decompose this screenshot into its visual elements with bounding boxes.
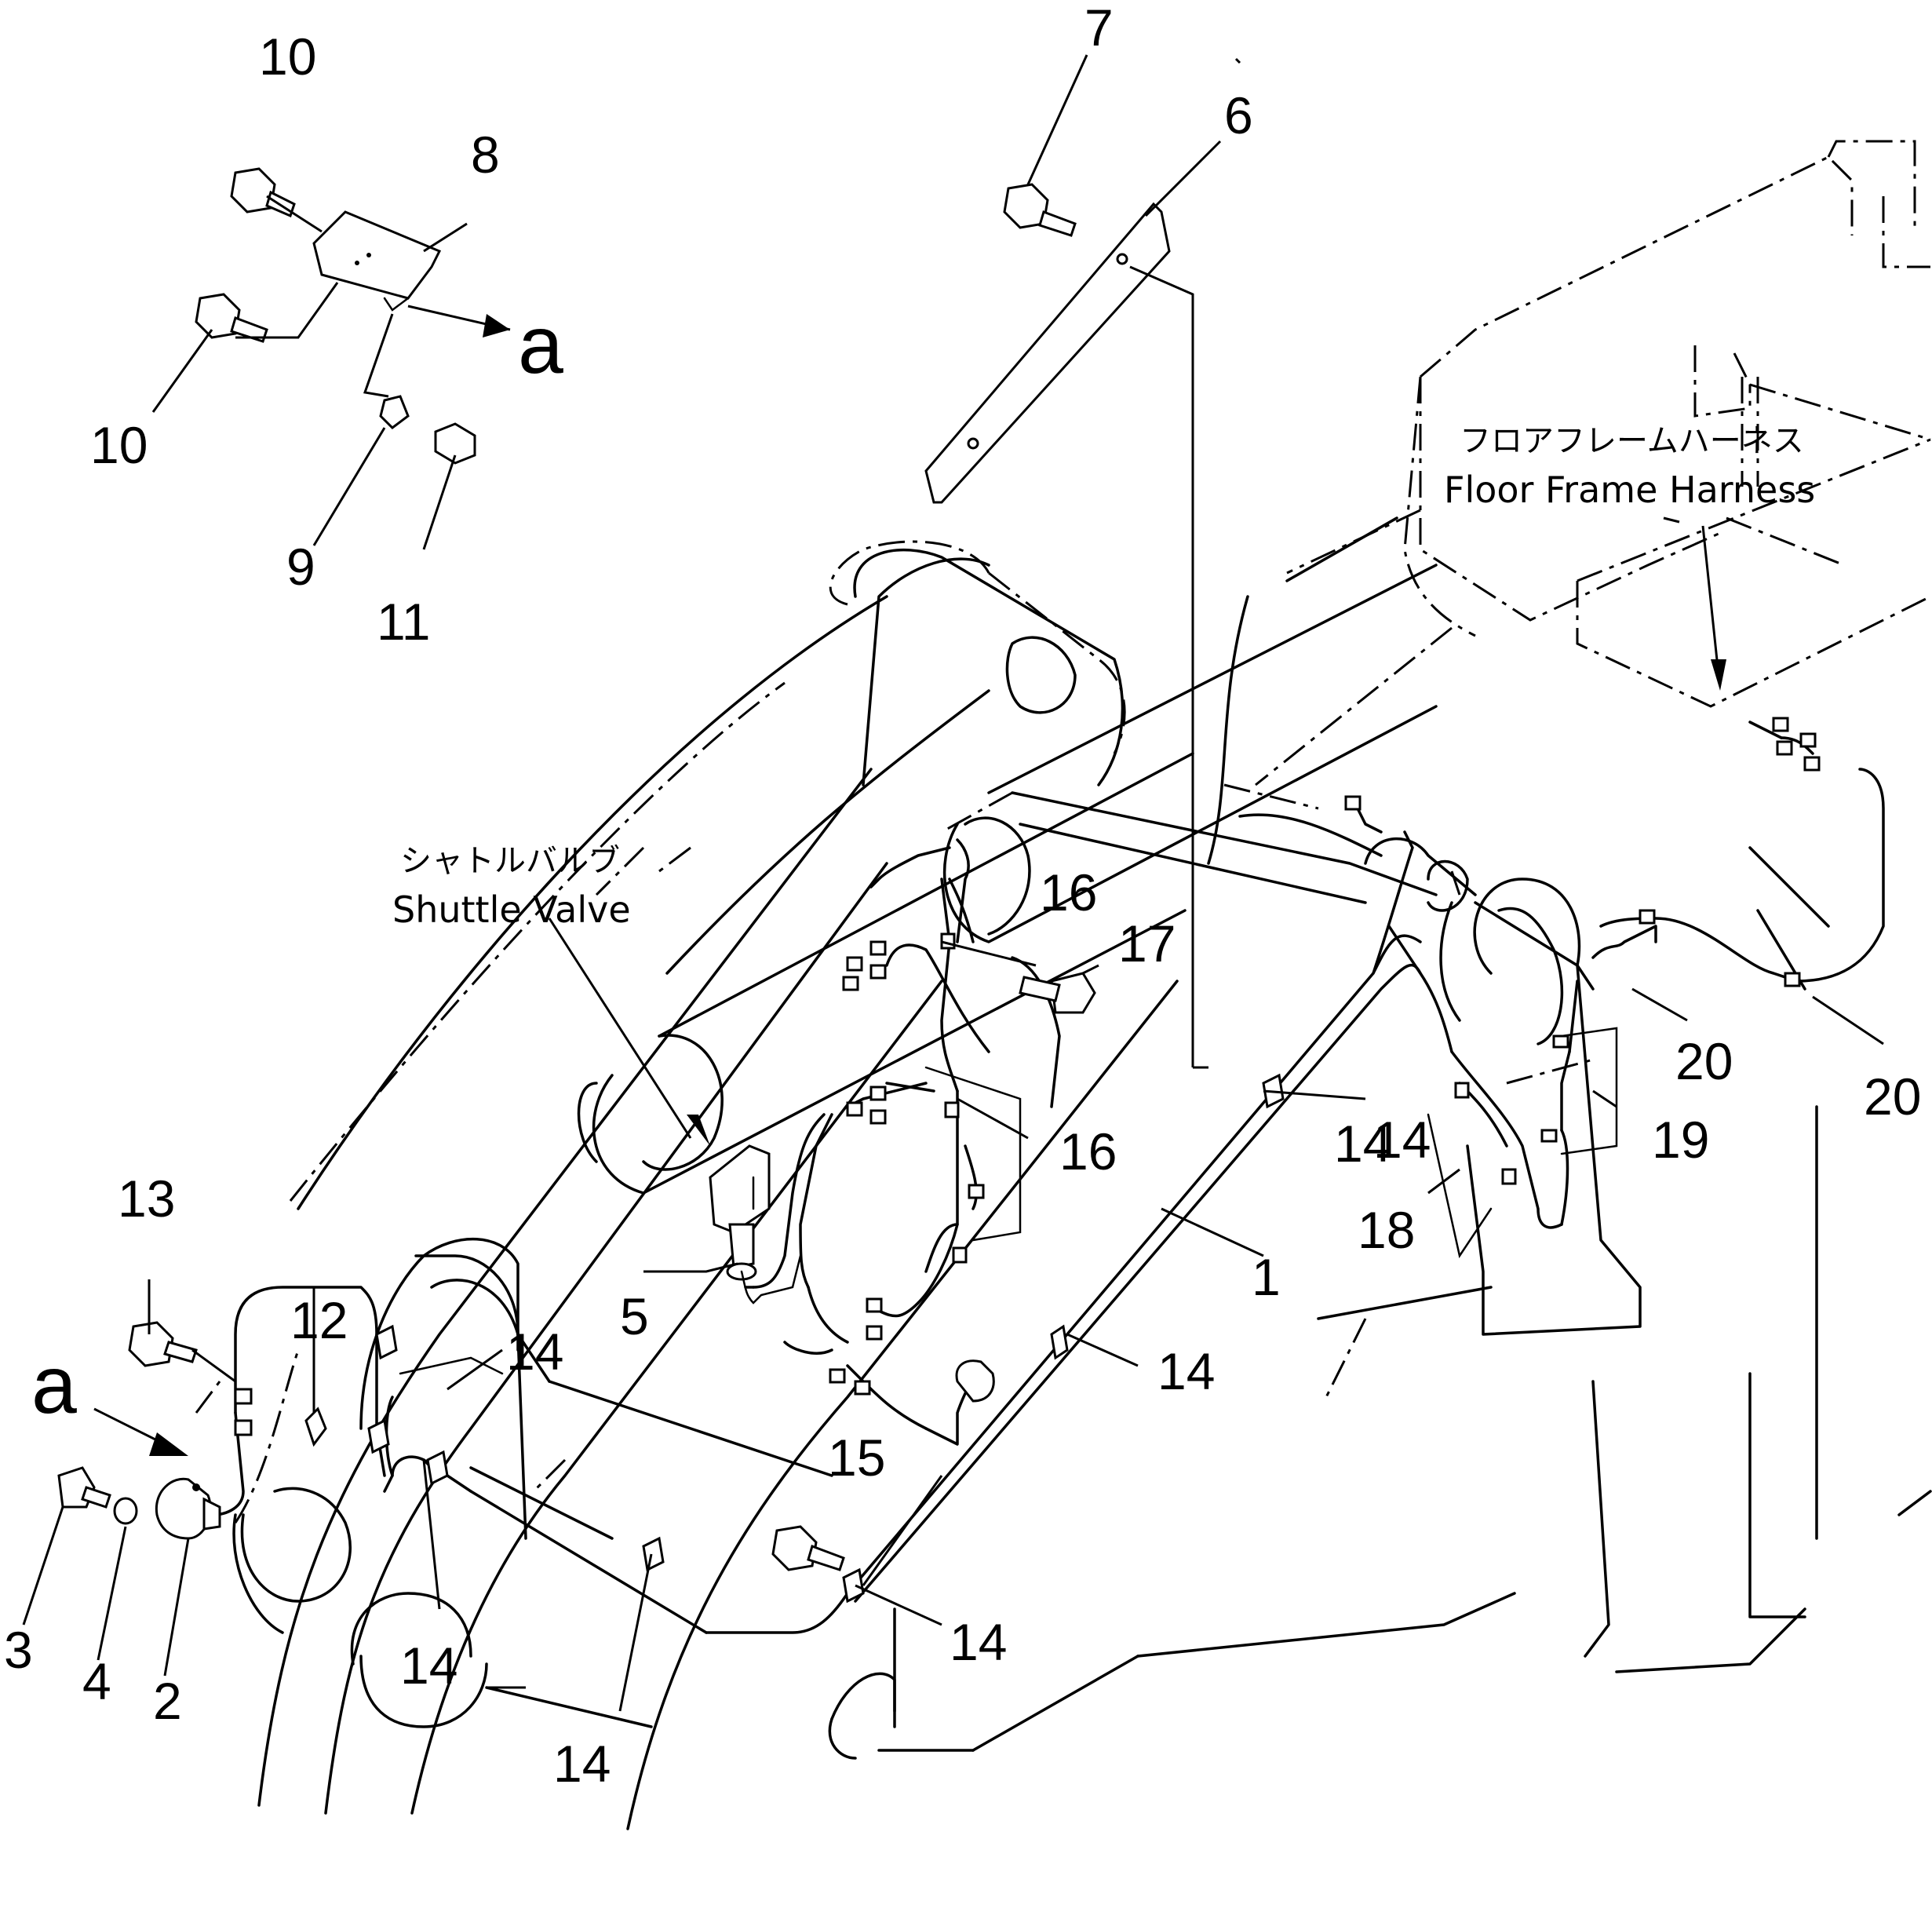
callout-7: 7 [1084, 0, 1114, 57]
callout-6: 6 [1224, 86, 1253, 144]
leader-lines [22, 54, 1884, 1712]
clamp-14 [842, 1567, 865, 1604]
floor-harness-arrow-icon [1711, 659, 1726, 691]
bracket-8 [312, 210, 442, 312]
callout-13: 13 [118, 1169, 175, 1228]
parts [57, 167, 1821, 1604]
pressure-switch [955, 1359, 995, 1403]
nut-11 [434, 422, 476, 465]
callout-numbers: 7 6 8 10 10 9 11 16 17 16 14 1 14 15 14 … [4, 0, 1921, 1793]
annotations: シャトルバルブ Shuttle Valve フロアフレームハーネス Floor … [31, 300, 1815, 1431]
washer-4 [113, 1497, 138, 1525]
view-a-label-left: a [31, 1340, 77, 1431]
shuttle-valve [709, 1144, 802, 1304]
callout-5: 5 [620, 1287, 649, 1345]
callout-14-c: 14 [950, 1613, 1007, 1671]
callout-16-bottom: 16 [1059, 1122, 1117, 1180]
view-a-label-top: a [518, 300, 563, 391]
clamp-14 [367, 1418, 390, 1454]
callout-3: 3 [4, 1621, 33, 1679]
clamp-14 [375, 1324, 398, 1360]
clip-12 [304, 1407, 327, 1447]
callout-20-left: 20 [1675, 1032, 1733, 1090]
arrowheads [93, 314, 1726, 1456]
callout-16-top: 16 [1040, 863, 1097, 921]
sensor-2 [155, 1477, 221, 1540]
callout-10-top: 10 [259, 27, 316, 86]
arrow-to-a-icon [483, 314, 510, 338]
callout-11: 11 [377, 593, 431, 651]
bolt-10-bottom [195, 293, 268, 343]
callout-19: 19 [1652, 1111, 1709, 1169]
shuttle-valve-label: Shuttle Valve [392, 888, 631, 931]
callout-4: 4 [82, 1652, 111, 1710]
callout-14-b: 14 [1157, 1342, 1215, 1400]
callout-9: 9 [286, 538, 315, 596]
arrow-from-a-icon [149, 1432, 188, 1456]
callout-1: 1 [1252, 1248, 1281, 1306]
shuttle-valve-jp-label: シャトルバルブ [400, 843, 620, 879]
callout-15: 15 [828, 1429, 885, 1487]
shuttle-valve-arrow-icon [687, 1115, 710, 1146]
callout-12: 12 [290, 1291, 348, 1349]
callout-17: 17 [1118, 914, 1176, 972]
bolt-15 [771, 1525, 845, 1571]
phantom-outlines [195, 140, 1931, 1523]
clip-9 [379, 395, 410, 429]
callout-14-d: 14 [506, 1323, 563, 1381]
clamp-14 [642, 1536, 665, 1572]
connectors [234, 717, 1821, 1436]
bolt-7 [1003, 183, 1077, 237]
callout-14-e: 14 [400, 1637, 457, 1695]
callout-18: 18 [1358, 1201, 1415, 1259]
bolt-17 [1019, 972, 1096, 1014]
bolt-3 [57, 1466, 111, 1509]
bolt-13 [128, 1321, 198, 1367]
callout-boxes [399, 1027, 1618, 1375]
floor-harness-label: Floor Frame Harness [1444, 469, 1815, 511]
callout-10-bottom: 10 [90, 416, 148, 474]
callout-14-f: 14 [553, 1735, 611, 1793]
callout-8: 8 [471, 126, 500, 184]
bracket-6 [924, 202, 1171, 504]
callout-2: 2 [153, 1672, 182, 1730]
floor-harness-jp-label: フロアフレームハーネス [1460, 423, 1804, 459]
callout-14-g: 14 [1334, 1115, 1391, 1173]
clamp-14 [1050, 1324, 1069, 1360]
clamp-14 [426, 1450, 449, 1486]
callout-14-a: 14 [1373, 1111, 1431, 1169]
machine-frame [232, 516, 1932, 1830]
callout-20-right: 20 [1864, 1067, 1921, 1126]
